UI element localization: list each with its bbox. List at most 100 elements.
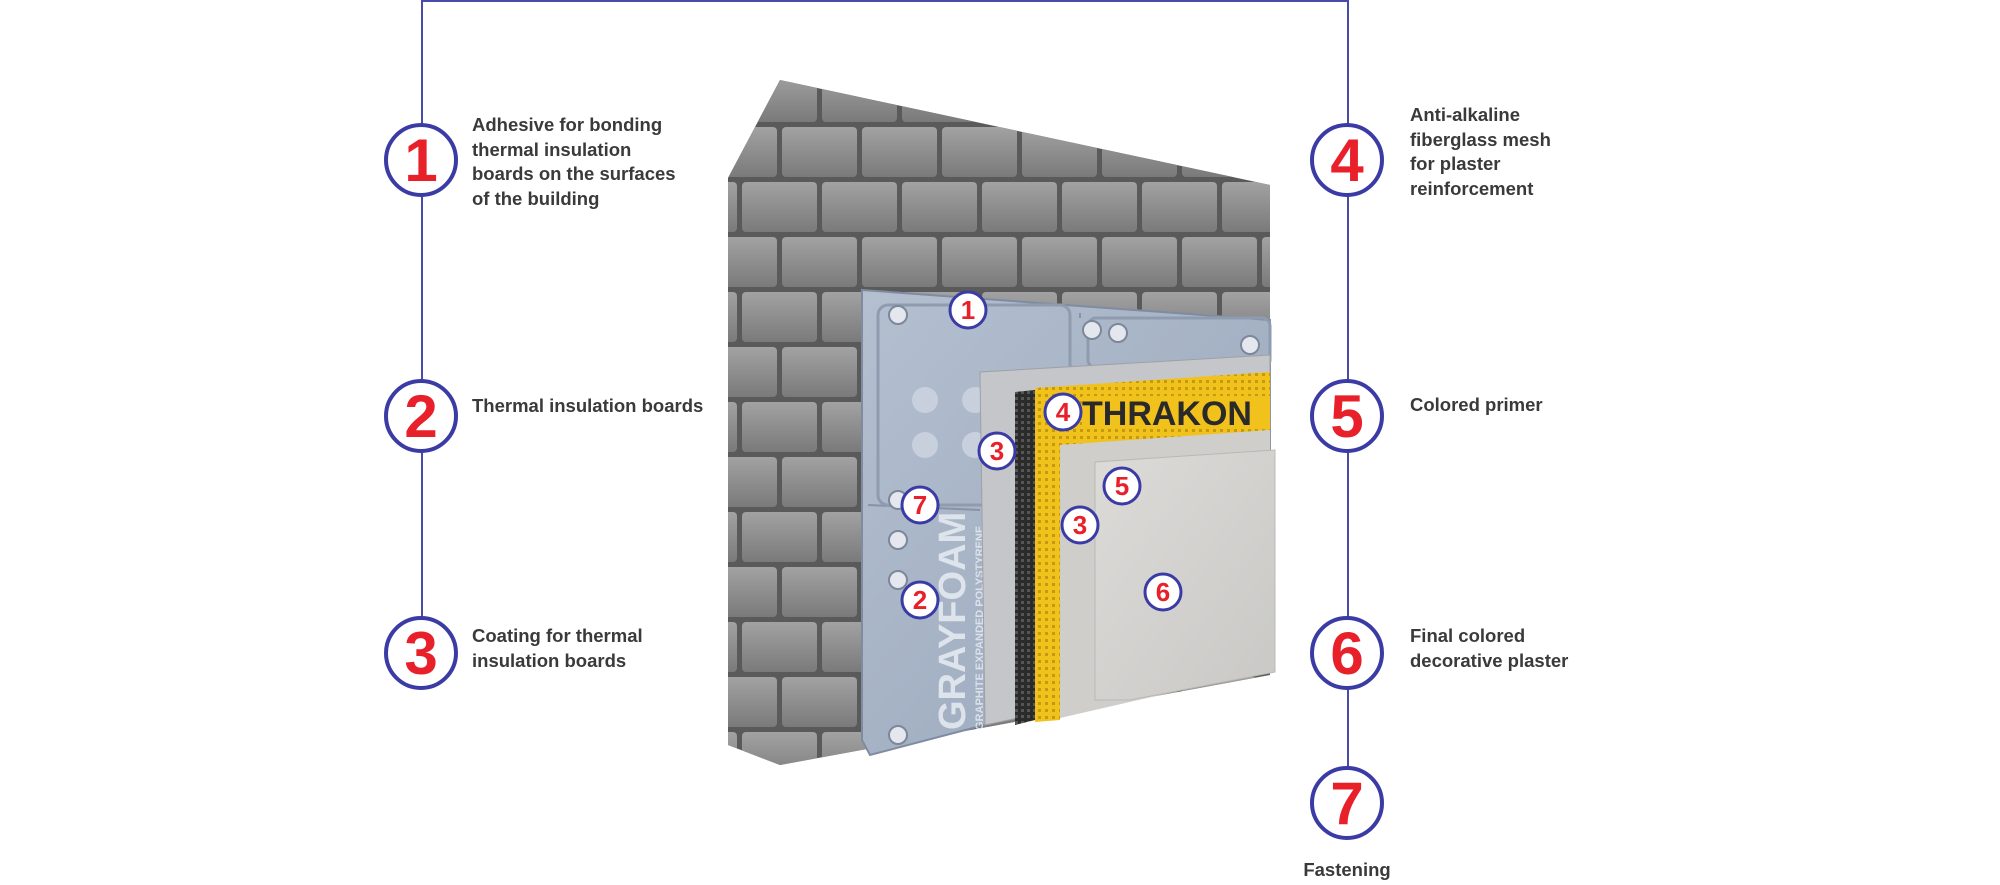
brick	[862, 127, 937, 177]
brick	[902, 182, 977, 232]
brick	[982, 732, 1057, 765]
brick	[728, 182, 737, 232]
svg-text:4: 4	[1056, 397, 1071, 427]
brick	[942, 237, 1017, 287]
brick	[1262, 237, 1270, 287]
left-connector-line	[421, 0, 423, 620]
brick	[782, 457, 857, 507]
svg-text:6: 6	[1156, 577, 1170, 607]
brick	[742, 402, 817, 452]
brick	[1262, 127, 1270, 177]
callout-badge-2: 2	[384, 379, 458, 453]
brick	[1222, 182, 1270, 232]
brick	[982, 80, 1057, 122]
illustration-marker-6: 6	[1143, 572, 1183, 612]
brick	[1102, 237, 1177, 287]
brick	[1062, 732, 1137, 765]
brick	[728, 347, 777, 397]
brick	[1142, 182, 1217, 232]
brick	[1182, 237, 1257, 287]
brick	[728, 732, 737, 765]
callout-label-7: Fastening	[1303, 859, 1391, 880]
callout-label-2: Thermal insulation boards	[472, 395, 704, 416]
brick	[622, 567, 697, 617]
brick	[728, 622, 737, 672]
illustration-marker-7: 7	[900, 485, 940, 525]
callout-label-4: Anti-alkaline fiberglass mesh for plaste…	[1410, 104, 1551, 199]
decorative-plaster-layer	[1094, 449, 1276, 701]
brick	[1142, 732, 1217, 765]
brick	[982, 182, 1057, 232]
svg-text:3: 3	[1073, 510, 1087, 540]
illustration-marker-4: 4	[1043, 392, 1083, 432]
callout-badge-5: 5	[1310, 379, 1384, 453]
brick	[742, 512, 817, 562]
illustration-marker-2: 2	[900, 580, 940, 620]
brick	[902, 80, 977, 122]
brick	[1262, 677, 1270, 727]
svg-text:7: 7	[913, 490, 927, 520]
svg-text:3: 3	[990, 436, 1004, 466]
callout-badge-7: 7	[1310, 766, 1384, 840]
brick	[822, 80, 897, 122]
brick	[728, 237, 777, 287]
brick	[742, 292, 817, 342]
brick	[1022, 127, 1097, 177]
top-connector-line	[421, 0, 1348, 2]
callout-label-5: Colored primer	[1410, 394, 1543, 415]
illustration-marker-3: 3	[977, 431, 1017, 471]
callout-badge-1: 1	[384, 123, 458, 197]
brick	[622, 457, 697, 507]
brick	[742, 80, 817, 122]
brick	[728, 567, 777, 617]
callout-label-6: Final colored decorative plaster	[1410, 625, 1569, 671]
brick	[728, 402, 737, 452]
brick	[622, 237, 697, 287]
brick	[862, 237, 937, 287]
brick	[728, 80, 737, 122]
brick	[1302, 402, 1377, 452]
svg-text:GRAYFOAM: GRAYFOAM	[932, 512, 974, 730]
callout-label-1: Adhesive for bonding thermal insulation …	[472, 114, 676, 209]
brick	[822, 182, 897, 232]
brick	[742, 182, 817, 232]
dark-mesh-strip	[1015, 390, 1035, 725]
brick	[1142, 80, 1217, 122]
svg-text:2: 2	[913, 585, 927, 615]
brick	[1222, 732, 1270, 765]
brick	[1302, 72, 1377, 122]
brick	[1262, 347, 1270, 397]
brick	[622, 347, 697, 397]
callout-badge-3: 3	[384, 616, 458, 690]
mesh-brand: THRAKON	[1082, 395, 1252, 433]
callout-badge-4: 4	[1310, 123, 1384, 197]
brick	[782, 677, 857, 727]
brick	[1062, 80, 1137, 122]
brick	[782, 127, 857, 177]
brick	[622, 127, 697, 177]
brick	[742, 732, 817, 765]
illustration-marker-5: 5	[1102, 466, 1142, 506]
brick	[728, 512, 737, 562]
callout-badge-6: 6	[1310, 616, 1384, 690]
brick	[1022, 237, 1097, 287]
brick	[782, 237, 857, 287]
brick	[1182, 127, 1257, 177]
brick	[1302, 622, 1377, 672]
brick	[1302, 292, 1377, 342]
svg-text:1: 1	[961, 295, 975, 325]
brick	[742, 622, 817, 672]
brick	[728, 457, 777, 507]
brick	[942, 127, 1017, 177]
brick	[1302, 182, 1377, 232]
brick	[782, 347, 857, 397]
brick	[782, 567, 857, 617]
brick	[1302, 512, 1377, 562]
brick	[728, 677, 777, 727]
brick	[728, 127, 777, 177]
svg-text:5: 5	[1115, 471, 1129, 501]
brick	[1222, 80, 1270, 122]
brick	[728, 292, 737, 342]
callout-label-3: Coating for thermal insulation boards	[472, 625, 643, 671]
